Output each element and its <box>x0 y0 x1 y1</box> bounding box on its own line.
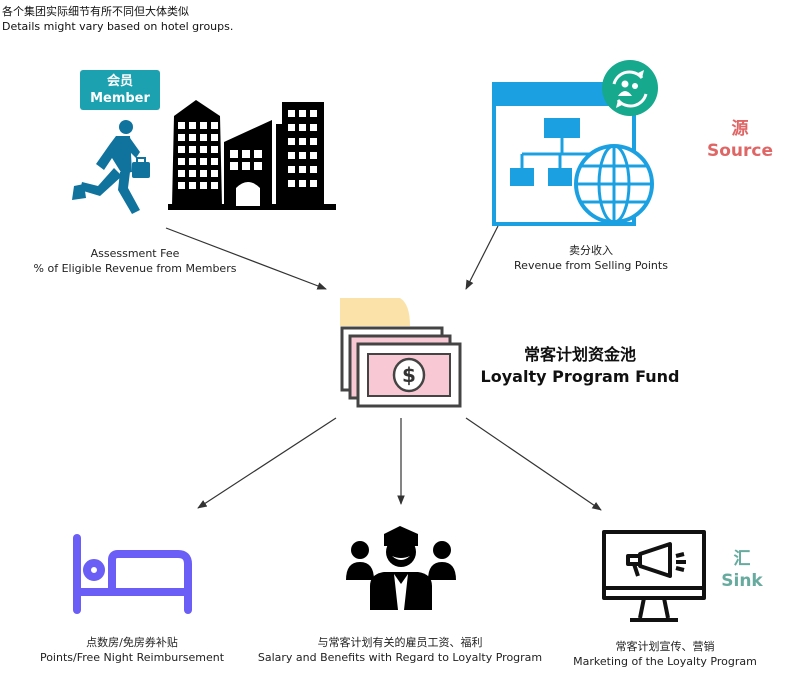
member-badge-zh: 会员 <box>106 74 133 89</box>
businessman-icon <box>72 120 150 214</box>
marketing-monitor-icon <box>602 530 706 622</box>
team-icon <box>346 526 456 610</box>
member-caption: Assessment Fee % of Eligible Revenue fro… <box>20 246 250 276</box>
source-label: 源 Source <box>705 118 775 162</box>
member-badge: 会员 Member <box>80 70 160 110</box>
reimbursement-caption-en: Points/Free Night Reimbursement <box>39 651 225 664</box>
svg-text:$: $ <box>402 363 416 387</box>
buildings-icon <box>168 100 336 210</box>
fund-label: 常客计划资金池 Loyalty Program Fund <box>480 344 680 388</box>
member-caption-line1: Assessment Fee <box>90 247 180 260</box>
source-label-zh: 源 <box>731 119 749 139</box>
member-badge-en: Member <box>90 91 150 106</box>
header-note-en: Details might vary based on hotel groups… <box>2 20 234 33</box>
reimbursement-caption-zh: 点数房/免房券补贴 <box>86 636 178 649</box>
reimbursement-caption: 点数房/免房券补贴 Points/Free Night Reimbursemen… <box>22 635 242 665</box>
source-label-en: Source <box>706 141 774 161</box>
arrow-source-to-fund <box>465 225 499 290</box>
source-caption-en: Revenue from Selling Points <box>514 259 668 272</box>
marketing-caption-zh: 常客计划宣传、营销 <box>615 640 715 653</box>
header-note: 各个集团实际细节有所不同但大体类似 Details might vary bas… <box>2 4 233 34</box>
salary-caption-en: Salary and Benefits with Regard to Loyal… <box>257 651 543 664</box>
sink-label-en: Sink <box>721 571 763 591</box>
source-caption: 卖分收入 Revenue from Selling Points <box>486 243 696 273</box>
fund-label-zh: 常客计划资金池 <box>523 345 636 364</box>
bed-icon <box>73 534 192 614</box>
marketing-caption-en: Marketing of the Loyalty Program <box>573 655 757 668</box>
fund-label-en: Loyalty Program Fund <box>480 367 680 386</box>
salary-caption: 与常客计划有关的雇员工资、福利 Salary and Benefits with… <box>252 635 548 665</box>
source-caption-zh: 卖分收入 <box>569 244 613 257</box>
sink-label-zh: 汇 <box>733 549 751 569</box>
sink-label: 汇 Sink <box>712 548 772 592</box>
member-caption-line2: % of Eligible Revenue from Members <box>33 262 237 275</box>
arrow-member-to-fund <box>165 227 327 290</box>
arrow-fund-to-marketing <box>465 417 602 511</box>
network-globe-icon <box>492 60 658 226</box>
arrow-fund-to-reimbursement <box>197 417 337 509</box>
money-stack-icon: $ <box>340 298 462 408</box>
marketing-caption: 常客计划宣传、营销 Marketing of the Loyalty Progr… <box>566 639 764 669</box>
salary-caption-zh: 与常客计划有关的雇员工资、福利 <box>317 636 483 649</box>
header-note-zh: 各个集团实际细节有所不同但大体类似 <box>2 5 189 18</box>
